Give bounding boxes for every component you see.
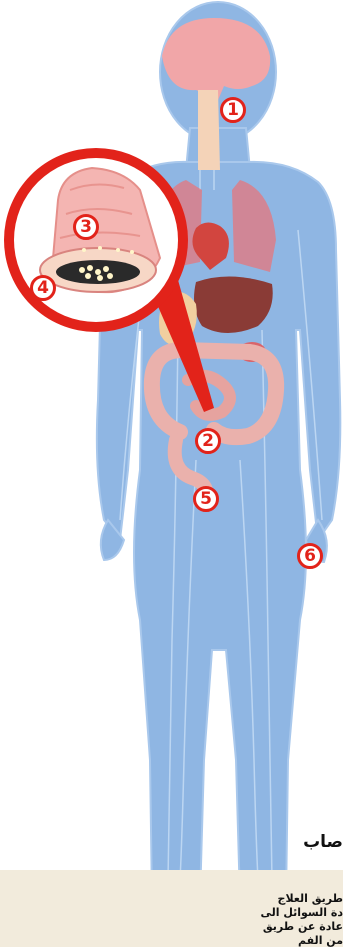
- footer-line: طريق العلاج: [260, 892, 343, 906]
- footer-line: عادة عن طريق: [260, 920, 343, 934]
- marker-4: 4: [30, 275, 56, 301]
- marker-3: 3: [73, 214, 99, 240]
- marker-1: 1: [220, 97, 246, 123]
- marker-2: 2: [195, 428, 221, 454]
- trachea: [198, 90, 220, 170]
- footer-text: طريق العلاج دة السوائل الى عادة عن طريق …: [260, 892, 343, 948]
- marker-5: 5: [193, 486, 219, 512]
- body-caption: صاب: [303, 832, 343, 852]
- marker-6: 6: [297, 543, 323, 569]
- footer-line: دة السوائل الى: [260, 906, 343, 920]
- footer-line: من الفم: [260, 934, 343, 948]
